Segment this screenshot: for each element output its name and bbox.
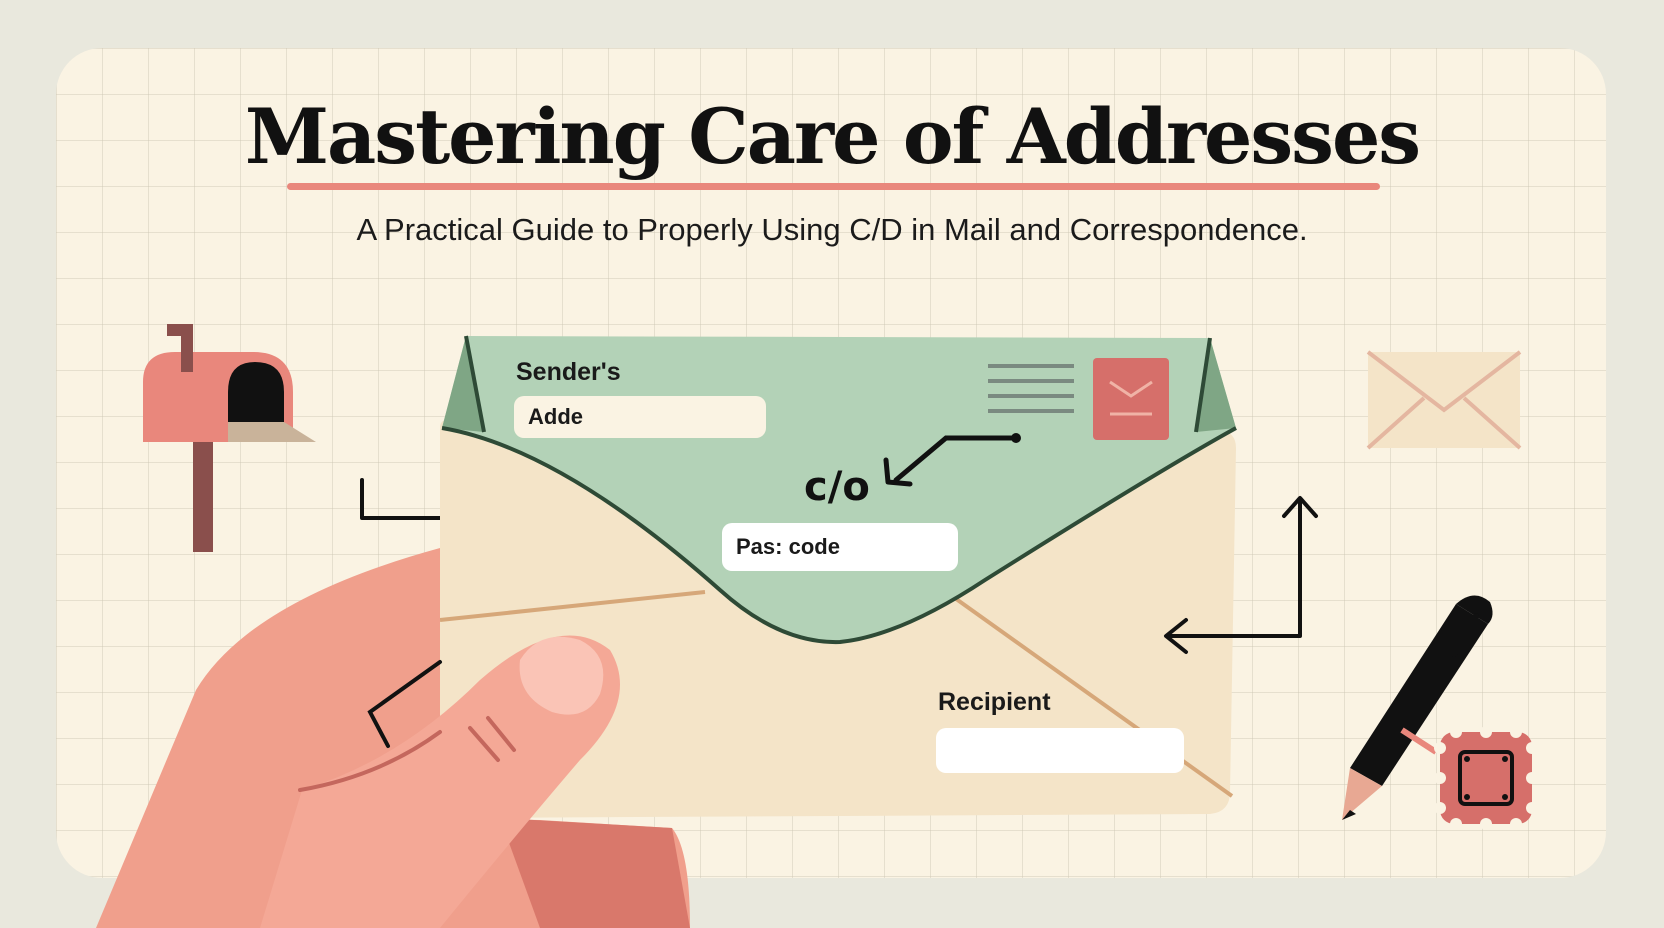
sender-address-field[interactable]: Adde xyxy=(514,396,766,438)
care-of-label: c/o xyxy=(804,464,870,510)
page-subtitle: A Practical Guide to Properly Using C/D … xyxy=(356,212,1308,247)
envelope-icon xyxy=(1366,350,1522,450)
page-title: Mastering Care of Addresses xyxy=(244,92,1421,181)
recipient-address-field[interactable] xyxy=(936,728,1184,773)
recipient-label: Recipient xyxy=(938,688,1051,716)
title-underline xyxy=(287,183,1380,190)
arrow-icon xyxy=(1164,496,1318,654)
postage-stamp xyxy=(1093,358,1169,440)
pen-icon xyxy=(1342,595,1493,820)
stamp-icon xyxy=(1434,726,1538,830)
mailbox-icon xyxy=(143,324,316,552)
sender-label: Sender's xyxy=(516,358,621,386)
hand-illustration xyxy=(96,548,690,928)
passcode-field[interactable]: Pas: code xyxy=(722,523,958,571)
